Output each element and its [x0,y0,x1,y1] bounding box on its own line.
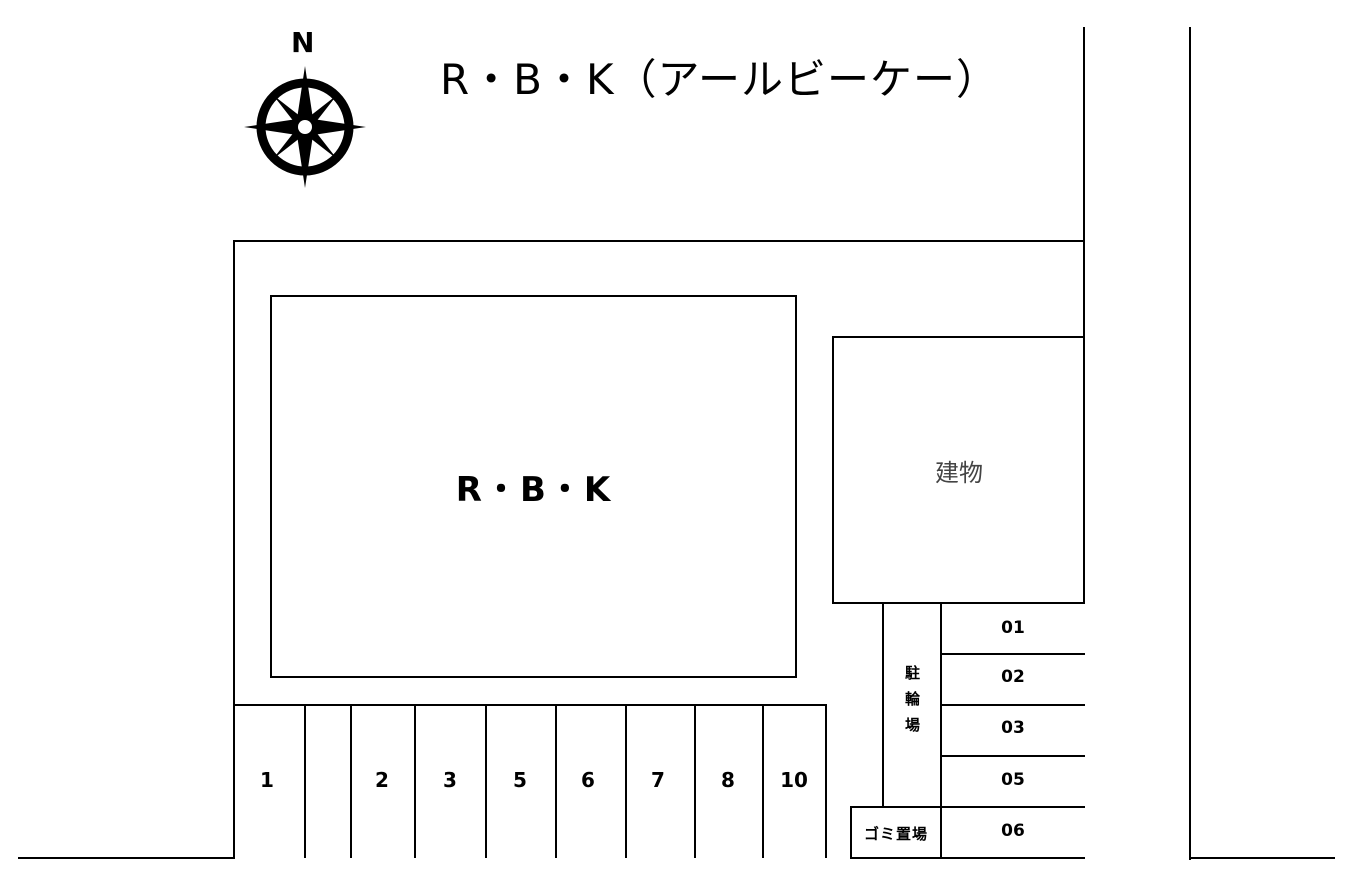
parking-slot-label: 2 [375,768,389,792]
right-slot-divider [940,704,1085,706]
garbage-area-label: ゴミ置場 [863,824,928,843]
parking-slot-label: 1 [260,768,274,792]
right-slot-divider [940,653,1085,655]
parking-row-top-line [233,704,827,706]
right-slot-label: 01 [1001,618,1025,638]
parking-divider [825,704,827,858]
garbage-area [850,806,942,859]
side-building-label: 建物 [935,458,983,487]
parking-divider [555,704,557,858]
bike-parking-right-line [940,603,942,859]
bike-parking-label: 駐 輪 場 [904,664,920,734]
parking-slot-label: 3 [443,768,457,792]
road-edge-line [1083,27,1085,337]
right-slot-label: 02 [1001,667,1025,687]
parking-divider [485,704,487,858]
parking-slot-label: 10 [780,768,808,792]
right-slot-label: 05 [1001,770,1025,790]
right-slot-divider [940,755,1085,757]
parking-divider [625,704,627,858]
parking-divider [350,704,352,858]
parking-slot-label: 8 [721,768,735,792]
lot-boundary-left [233,240,235,859]
right-slot-label: 03 [1001,718,1025,738]
road-bottom-line-right [1189,857,1335,859]
road-bottom-line-left [18,857,235,859]
compass-rose-icon [244,66,366,188]
right-slot-label: 06 [1001,821,1025,841]
right-slot-divider [940,857,1085,859]
main-building-label: R・B・K [455,470,613,510]
parking-divider [304,704,306,858]
parking-slot-label: 6 [581,768,595,792]
bike-parking-left-line [882,603,884,806]
map-title: R・B・K（アールビーケー） [440,55,1000,104]
right-slot-divider [940,806,1085,808]
parking-slot-label: 5 [513,768,527,792]
parking-divider [694,704,696,858]
parking-divider [414,704,416,858]
road-edge-line-far [1189,27,1191,860]
lot-boundary-top [233,240,1085,242]
parking-slot-label: 7 [651,768,665,792]
side-building [832,336,1085,604]
main-building [270,295,797,678]
north-label: N [291,26,315,59]
parking-divider [762,704,764,858]
